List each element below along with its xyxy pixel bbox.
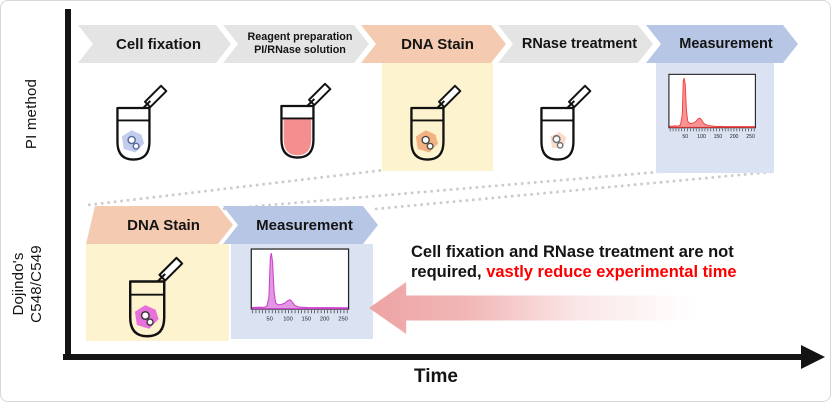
row-label-pi-method: PI method [23,78,40,150]
hist-tick-label: 200 [730,134,739,140]
hist-tick-label: 100 [697,134,706,140]
hist-tick-label: 200 [320,316,330,322]
step-dna-stain-dojindo: DNA Stain [86,206,233,244]
hist-tick-label: 250 [746,134,755,140]
step-rnase-treatment: RNase treatment [498,25,653,63]
annotation-line2-black: required, [411,263,487,282]
step-measurement-dojindo: Measurement [223,206,378,244]
flow-histogram-pi: 50 100 150 200 250 [668,73,760,158]
pink-reagent-liquid [283,118,312,156]
hist-tick-label: 150 [302,316,312,322]
step-dna-stain-pi: DNA Stain [361,25,506,63]
annotation-line2: required, vastly reduce experimental tim… [411,262,801,282]
x-axis-line [63,354,807,360]
mapping-dotted-line-3 [374,170,772,211]
row-label-dojindo-line1: Dojindo's [10,252,27,316]
hist-tick-label: 50 [266,316,272,322]
tube-icon-pi-rnase-solution [269,79,333,165]
histogram-curve-magenta [251,253,349,310]
step-dna-stain-dojindo-label: DNA Stain [127,216,200,234]
step-rnase-treatment-label: RNase treatment [521,36,638,52]
time-reduction-arrow [369,282,707,334]
flow-histogram-dojindo: 50 100 150 200 250 [250,248,354,342]
annotation-line1: Cell fixation and RNase treatment are no… [411,243,734,261]
mapping-dotted-line-2 [222,170,659,211]
step-measurement-pi: Measurement [646,25,798,63]
hist-tick-label: 50 [682,134,688,140]
step-reagent-preparation: Reagent preparation PI/RNase solution [223,25,369,63]
tube-icon-stained-cells-dojindo [117,253,185,344]
tube-icon-stained-cells-pi [399,81,463,167]
hist-tick-label: 250 [338,316,348,322]
step-measurement-dojindo-label: Measurement [256,216,353,234]
step-cell-fixation-label: Cell fixation [115,35,201,53]
row-label-dojindo-line2: C548/C549 [28,245,45,323]
mapping-dotted-line-1 [87,168,385,207]
y-axis-line [65,9,71,360]
step-reagent-preparation-label-line1: Reagent preparation [247,31,353,44]
step-reagent-preparation-label-line2: PI/RNase solution [254,44,346,56]
annotation-line2-red: vastly reduce experimental time [486,263,737,282]
hist-tick-label: 150 [714,134,723,140]
row-label-dojindo: Dojindo's C548/C549 [10,214,48,354]
tube-icon-fixed-cells [105,81,169,167]
dna-stain-highlight-box-row1 [382,63,493,171]
hist-tick-label: 100 [283,316,293,322]
tube-icon-rnase-treated-cells [529,81,593,167]
step-measurement-pi-label: Measurement [679,36,773,52]
step-cell-fixation: Cell fixation [78,25,231,63]
histogram-curve-red [669,77,755,128]
step-dna-stain-pi-label: DNA Stain [401,35,474,53]
dna-stain-highlight-box-row2 [86,244,229,341]
x-axis-arrowhead-icon [801,345,825,369]
annotation-text: Cell fixation and RNase treatment are no… [411,242,801,283]
x-axis-label: Time [413,366,458,387]
